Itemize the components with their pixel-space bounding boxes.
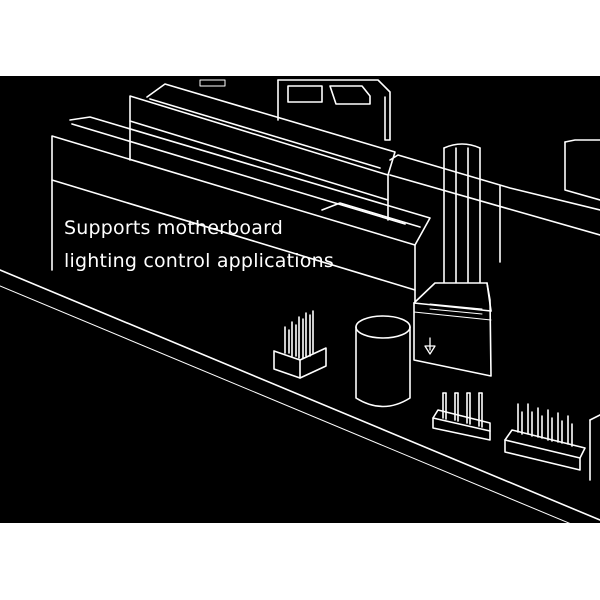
left-pin-header xyxy=(273,310,327,379)
rgb-plug xyxy=(413,282,492,377)
right-slot xyxy=(389,139,600,263)
feature-caption: Supports motherboard lighting control ap… xyxy=(64,212,334,278)
small-top-slot xyxy=(277,79,391,141)
capacitor xyxy=(355,315,411,408)
motherboard-line-drawing xyxy=(0,79,600,523)
right-edge-component xyxy=(589,414,600,481)
caption-line-1: Supports motherboard xyxy=(64,217,284,239)
top-header-pins xyxy=(199,79,226,87)
rgb-cable xyxy=(443,143,481,293)
right-pin-header xyxy=(504,403,586,471)
illustration-panel: Supports motherboard lighting control ap… xyxy=(0,76,600,523)
front-expansion-slot xyxy=(51,116,431,321)
down-arrow-icon xyxy=(424,337,436,355)
board-outline xyxy=(0,269,600,523)
rear-expansion-slot xyxy=(129,83,396,221)
caption-line-2: lighting control applications xyxy=(64,250,334,272)
rgb-4pin-header xyxy=(432,392,491,441)
